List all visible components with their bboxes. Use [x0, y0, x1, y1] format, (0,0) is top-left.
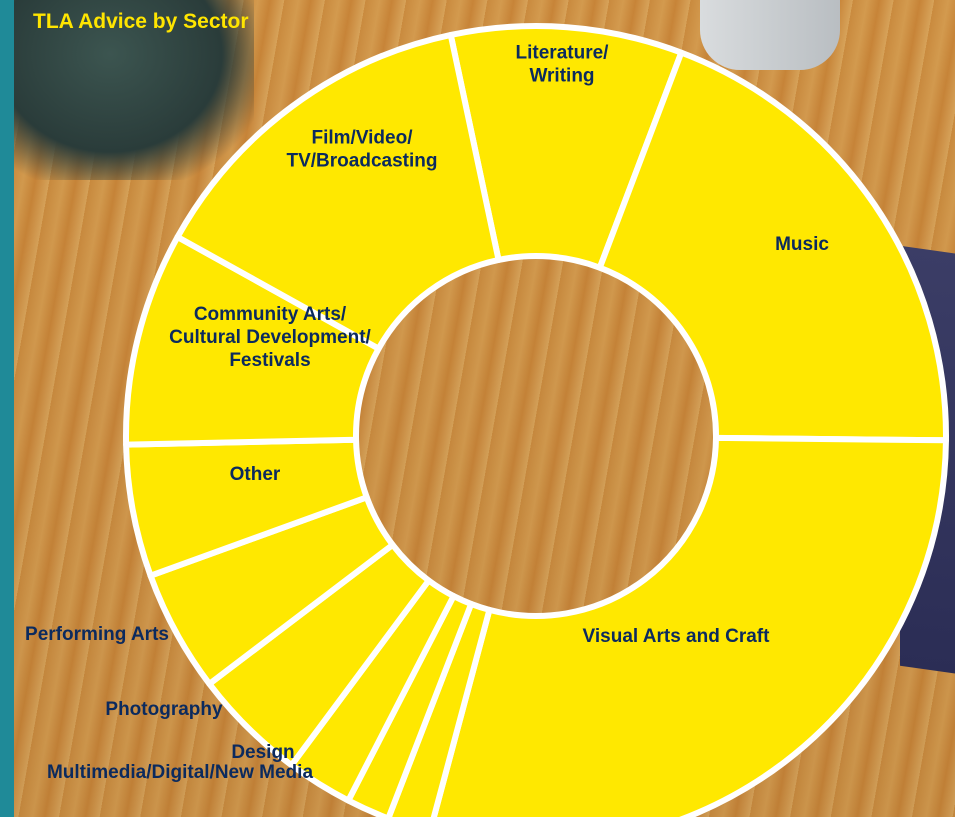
slice-label-other: Other [230, 464, 281, 485]
slice-label-photography: Photography [105, 699, 223, 720]
slice-label-film-video: Film/Video/TV/Broadcasting [287, 128, 438, 172]
slice-label-multimedia-digital-new-media: Multimedia/Digital/New Media [47, 762, 313, 783]
donut-slices [123, 23, 949, 817]
background-photo-shadow [14, 0, 254, 180]
slice-label-visual-arts-and-craft: Visual Arts and Craft [583, 626, 771, 647]
background-lamp [700, 0, 840, 70]
slice-visual-arts-and-craft [430, 434, 949, 817]
slice-label-community-arts: Community Arts/Cultural Development/Fest… [169, 304, 371, 371]
slice-label-design: Design [231, 742, 294, 763]
slice-music [596, 49, 949, 444]
chart-title: TLA Advice by Sector [33, 10, 249, 33]
slice-label-music: Music [775, 234, 829, 255]
slice-label-literature: Literature/Writing [516, 43, 610, 87]
slice-film-video [174, 31, 502, 352]
slice-label-performing-arts: Performing Arts [25, 624, 169, 645]
teal-edge-bar [0, 0, 14, 817]
